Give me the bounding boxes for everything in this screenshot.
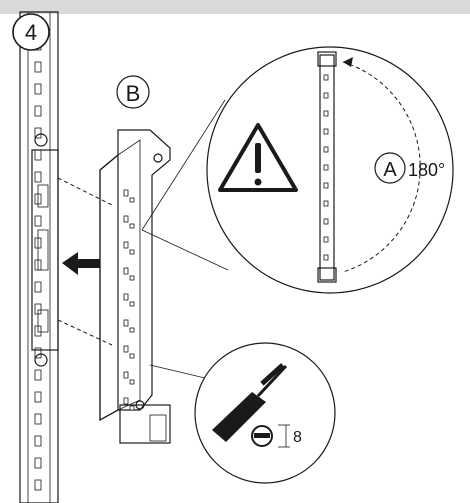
slide-rail-bracket: [99, 129, 171, 444]
rotated-bracket: [317, 51, 337, 283]
bracket-hole: [123, 319, 129, 327]
rail-slot: [34, 479, 42, 491]
bracket-hole: [123, 293, 129, 301]
warning-triangle-icon: [218, 123, 298, 192]
bracket-hole: [123, 215, 129, 223]
detail-leaders: [141, 99, 229, 379]
rail-slot: [34, 457, 42, 469]
bracket-hole: [123, 397, 129, 405]
screw-size-label: 8: [293, 429, 302, 446]
bracket-hole: [129, 249, 135, 255]
rail-slot: [34, 413, 42, 425]
callout-b: B: [116, 75, 150, 109]
bracket-hole: [323, 146, 329, 153]
bracket-hole: [323, 254, 329, 261]
step-badge: 4: [12, 13, 50, 51]
bracket-hole: [123, 189, 129, 197]
rotation-detail: A 180°: [206, 46, 454, 294]
rail-slot: [34, 127, 42, 139]
bracket-hole: [123, 345, 129, 353]
bracket-hole: [323, 236, 329, 243]
bracket-hole: [129, 197, 135, 203]
tool-detail: 8: [194, 342, 336, 484]
bracket-hole: [323, 200, 329, 207]
rack-rail: [19, 11, 59, 503]
rotation-angle-label: 180°: [408, 160, 445, 180]
slotted-screw-icon: [251, 425, 273, 447]
rail-slot: [34, 215, 42, 227]
flathead-screwdriver-icon: [212, 363, 288, 442]
alignment-guides: [57, 177, 113, 346]
bracket-hole: [129, 379, 135, 385]
bracket-hole: [129, 301, 135, 307]
bracket-hole: [129, 275, 135, 281]
bracket-hole: [123, 371, 129, 379]
callout-a-circle: [374, 152, 406, 184]
callout-b-label: B: [126, 81, 141, 106]
bracket-hole: [323, 164, 329, 171]
bracket-hole: [123, 267, 129, 275]
bracket-hole: [323, 218, 329, 225]
rotation-arc: [342, 61, 421, 273]
rail-slot: [34, 369, 42, 381]
rail-slot: [34, 61, 42, 73]
screw-dimension: [278, 424, 290, 448]
bracket-hole: [129, 353, 135, 359]
bracket-hole: [129, 405, 135, 411]
rail-slot: [34, 347, 42, 359]
bracket-hole: [323, 74, 329, 81]
callout-a-label: A: [383, 159, 397, 181]
bracket-hole: [123, 241, 129, 249]
top-band: [0, 0, 470, 14]
bracket-hole: [129, 223, 135, 229]
rail-slot: [34, 149, 42, 161]
bracket-hole: [323, 92, 329, 99]
rail-slot: [34, 171, 42, 183]
rail-slot: [34, 391, 42, 403]
rail-slot: [34, 435, 42, 447]
rail-slot: [34, 105, 42, 117]
bracket-hole: [129, 327, 135, 333]
bracket-hole: [323, 128, 329, 135]
bracket-hole: [323, 110, 329, 117]
rack-mounted-bracket: [31, 133, 59, 367]
rail-slot: [34, 83, 42, 95]
step-number: 4: [25, 20, 37, 45]
insert-arrow-icon: [62, 252, 100, 275]
bracket-hole: [323, 182, 329, 189]
rail-slot: [34, 281, 42, 293]
